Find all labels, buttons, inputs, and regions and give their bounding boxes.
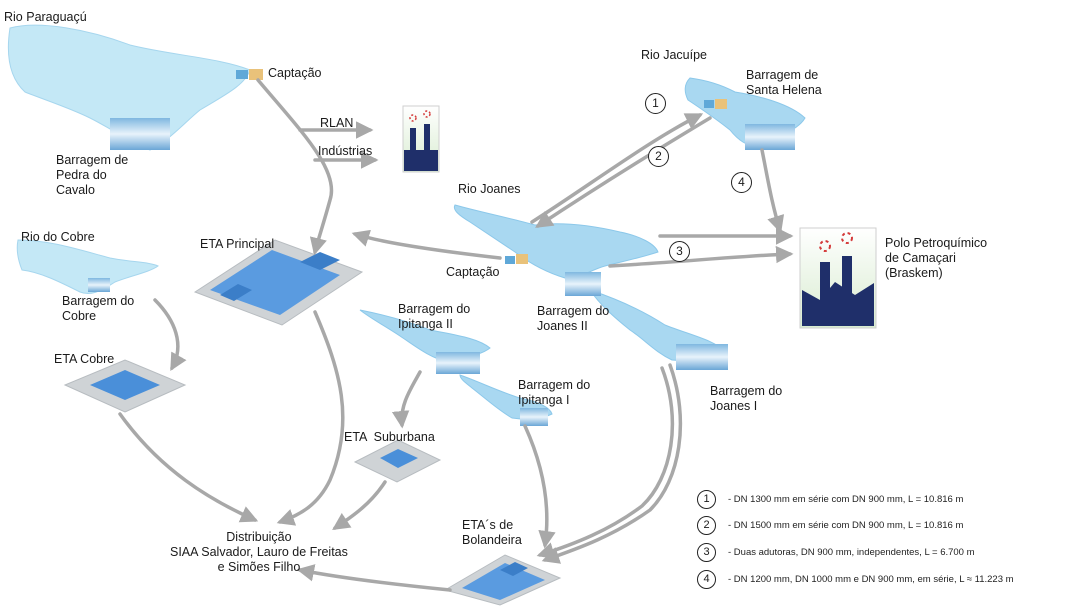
label-barragem-santa-helena: Barragem de Santa Helena: [746, 68, 822, 97]
dam-santa-helena: [745, 124, 795, 150]
label-etas-bolandeira: ETA´s de Bolandeira: [462, 518, 522, 547]
arrow-route-2: [535, 116, 712, 228]
label-barragem-joanes-i: Barragem do Joanes I: [710, 384, 783, 413]
label-polo-petroquimico: Polo Petroquímico de Camaçari (Braskem): [885, 236, 988, 280]
legend-number-2: 2: [697, 516, 716, 535]
legend-text-3: - Duas adutoras, DN 900 mm, independente…: [728, 547, 975, 558]
route-number-1: 1: [645, 93, 666, 114]
plant-eta-cobre: [63, 359, 187, 413]
label-barragem-pedra-do-cavalo: Barragem de Pedra do Cavalo: [56, 153, 129, 197]
plant-eta-principal: [193, 239, 364, 326]
flow-arrows: [118, 78, 794, 592]
arrow-route-3b: [608, 245, 794, 268]
route-number-3: 3: [669, 241, 690, 262]
label-industrias: Indústrias: [318, 144, 373, 158]
dam-ipitanga-ii: [436, 352, 480, 374]
legend-text-4: - DN 1200 mm, DN 1000 mm e DN 900 mm, em…: [728, 574, 1014, 585]
legend-number-1: 1: [697, 490, 716, 509]
label-barragem-cobre: Barragem do Cobre: [62, 294, 135, 323]
arrow-suburbana-to-distribuicao: [332, 480, 387, 530]
label-barragem-ipitanga-i: Barragem do Ipitanga I: [518, 378, 591, 407]
factory-industrias: [402, 105, 440, 173]
arrow-cobre-to-eta-cobre: [153, 298, 187, 372]
arrow-joanes-i-to-bolandeira-b: [536, 366, 675, 560]
arrow-ipitanga-i-to-bolandeira: [523, 424, 556, 549]
dam-joanes-ii: [565, 272, 601, 296]
intake-pump-top: [236, 69, 263, 80]
route-number-2: 2: [648, 146, 669, 167]
intake-pump-joanes: [505, 254, 528, 264]
plant-eta-suburbana: [353, 439, 442, 483]
legend-number-3: 3: [697, 543, 716, 562]
label-rio-do-cobre: Rio do Cobre: [21, 230, 95, 244]
reservoir-paraguacu: [7, 24, 251, 151]
arrow-route-4: [760, 148, 785, 234]
label-rlan: RLAN: [320, 116, 354, 130]
dam-cobre: [88, 278, 110, 292]
label-eta-suburbana: ETA Suburbana: [344, 430, 435, 444]
dam-pedra-do-cavalo: [110, 118, 170, 150]
arrow-bolandeira-to-distribuicao: [296, 564, 452, 592]
legend-text-2: - DN 1500 mm em série com DN 900 mm, L =…: [728, 520, 964, 531]
arrow-ipitanga-ii-to-suburbana: [391, 370, 422, 429]
arrow-eta-principal-to-distribuicao: [276, 310, 345, 526]
legend-text-1: - DN 1300 mm em série com DN 900 mm, L =…: [728, 494, 964, 505]
label-barragem-joanes-ii: Barragem do Joanes II: [537, 304, 610, 333]
reservoir-cobre: [16, 239, 159, 295]
label-captacao-top: Captação: [268, 66, 322, 80]
label-rio-joanes: Rio Joanes: [458, 182, 521, 196]
label-captacao-joanes: Captação: [446, 265, 500, 279]
arrow-joanes-to-eta-principal: [351, 229, 502, 260]
plant-etas-bolandeira: [443, 554, 562, 606]
label-rio-jacuipe: Rio Jacuípe: [641, 48, 708, 62]
label-eta-cobre: ETA Cobre: [54, 352, 115, 366]
label-rio-paraguacu: Rio Paraguaçú: [4, 10, 87, 24]
route-number-4: 4: [731, 172, 752, 193]
arrow-route-1: [530, 113, 704, 224]
label-distribuicao: Distribuição SIAA Salvador, Lauro de Fre…: [170, 530, 348, 574]
arrow-eta-cobre-to-distribuicao: [118, 412, 259, 523]
dam-joanes-i: [676, 344, 728, 370]
dam-ipitanga-i: [520, 408, 548, 426]
legend-number-4: 4: [697, 570, 716, 589]
intake-pump-santa-helena: [704, 99, 727, 109]
factory-polo-petroquimico: [799, 227, 877, 329]
arrow-captacao-to-eta-principal: [256, 78, 334, 256]
label-barragem-ipitanga-ii: Barragem do Ipitanga II: [398, 302, 471, 331]
label-eta-principal: ETA Principal: [200, 237, 275, 251]
arrow-joanes-i-to-bolandeira-a: [541, 363, 683, 564]
